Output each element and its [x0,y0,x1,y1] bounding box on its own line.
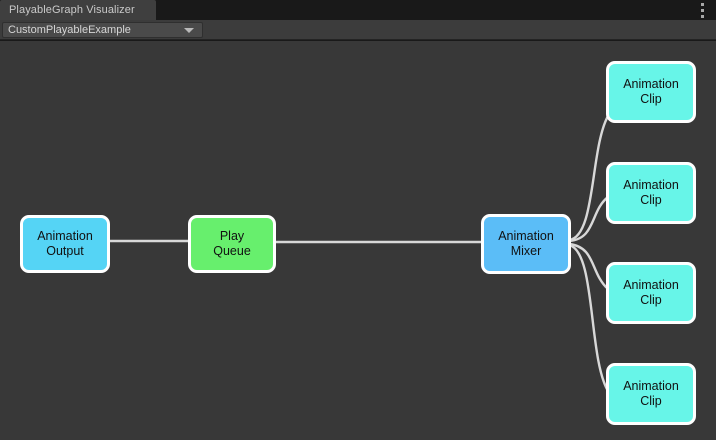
tab-label: PlayableGraph Visualizer [9,4,135,16]
edge-mixer-clip2 [567,195,610,243]
graph-node-label-line2: Mixer [510,244,542,258]
graph-node-label-line2: Queue [213,244,251,258]
kebab-dot-2 [700,9,704,12]
edge-mixer-clip3 [567,242,610,291]
graph-node-label-line1: Play [219,229,245,243]
kebab-dot-3 [700,15,704,18]
toolbar: CustomPlayableExample [0,20,716,40]
chevron-down-icon [184,27,194,33]
kebab-dot-1 [700,3,704,6]
edge-mixer-clip1 [567,114,610,242]
graph-node-label-line1: Animation [37,229,93,243]
graph-node-label-line1: Animation [623,379,679,393]
graph-node-label-line1: Animation [623,278,679,292]
graph-node-label-line1: Animation [623,178,679,192]
graph-selector-dropdown[interactable]: CustomPlayableExample [2,22,203,38]
edge-mixer-clip4 [567,243,610,393]
graph-node-label-line2: Clip [640,92,662,106]
graph-node-label-line1: Animation [623,77,679,91]
tab-playablegraph-visualizer[interactable]: PlayableGraph Visualizer [0,0,156,20]
graph-selector-value: CustomPlayableExample [8,24,131,36]
graph-node-label-line2: Clip [640,193,662,207]
graph-node-label-line1: Animation [498,229,554,243]
graph-node-label-line2: Output [46,244,84,258]
graph-node-label-line2: Clip [640,293,662,307]
kebab-menu-icon[interactable] [697,3,707,18]
graph-node-label-line2: Clip [640,394,662,408]
window-tab-bar: PlayableGraph Visualizer [0,0,716,20]
